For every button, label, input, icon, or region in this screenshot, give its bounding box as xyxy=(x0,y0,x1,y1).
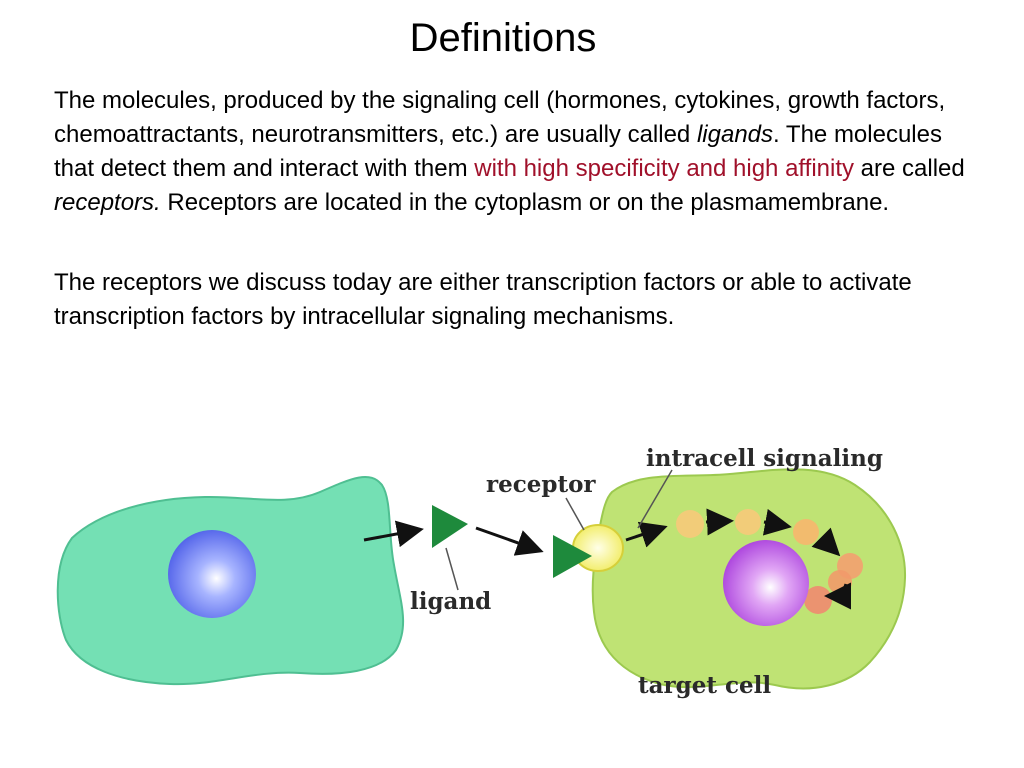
receptor-label: receptor xyxy=(486,471,596,498)
definition-text-2: . The molecules that detect them and int… xyxy=(54,121,942,182)
signaling-cascade xyxy=(676,509,863,614)
ligands-term: ligands xyxy=(696,121,774,148)
receptors-term: receptors. xyxy=(54,189,161,216)
target-cell-nucleus xyxy=(723,540,809,626)
intracell-pointer-line xyxy=(637,469,673,529)
signal-dot xyxy=(828,570,852,594)
ligand-pointer-line xyxy=(445,547,459,591)
cascade-arrow xyxy=(811,527,841,557)
ligand-label: ligand xyxy=(410,588,491,615)
ligand-triangle xyxy=(432,505,468,548)
secretion-arrow xyxy=(363,520,424,548)
cascade-arrow xyxy=(824,582,852,610)
definition-text-3: are called xyxy=(854,155,965,182)
slide-title: Definitions xyxy=(409,16,597,60)
cascade-arrow xyxy=(625,521,668,548)
definition-text-1: The molecules, produced by the signaling… xyxy=(54,87,946,148)
definition-paragraph: The molecules, produced by the signaling… xyxy=(54,84,974,220)
signaling-cell-nucleus xyxy=(168,530,256,618)
signal-dot xyxy=(735,509,761,535)
receptor-shape xyxy=(572,524,624,572)
cascade-arrow xyxy=(762,508,792,536)
cascade-arrow xyxy=(705,508,734,536)
receptors-paragraph: The receptors we discuss today are eithe… xyxy=(54,269,912,330)
bound-ligand-triangle xyxy=(553,535,592,578)
definition-text-4: Receptors are located in the cytoplasm o… xyxy=(160,189,890,216)
signal-dot xyxy=(676,510,704,538)
signaling-arrows xyxy=(625,508,852,610)
signal-dot xyxy=(793,519,819,545)
binding-arrow xyxy=(475,526,544,556)
intracell-signaling-label: intracell signaling xyxy=(646,445,883,472)
receptor-pointer-line xyxy=(565,497,585,531)
highlighted-phrase: with high specificity and high affinity xyxy=(474,155,855,182)
target-cell-label: target cell xyxy=(638,672,771,699)
